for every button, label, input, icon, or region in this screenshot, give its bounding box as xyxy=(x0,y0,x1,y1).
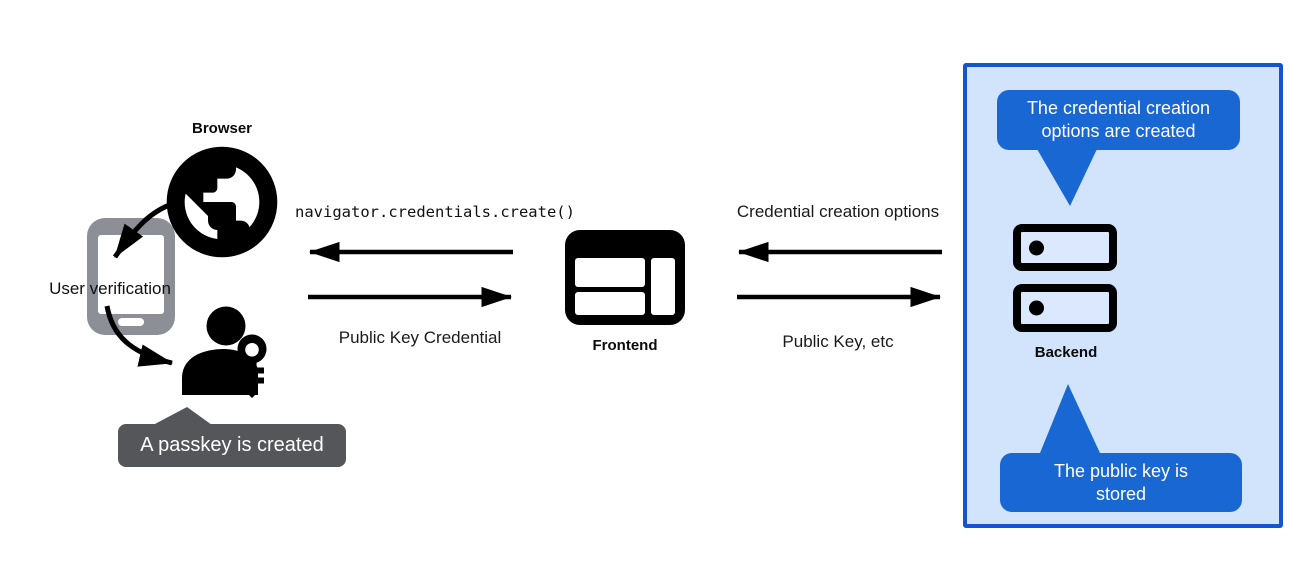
smartphone-home-bar xyxy=(118,318,144,326)
browser-window-pane xyxy=(651,258,675,315)
server-stack-icon xyxy=(1013,284,1117,332)
server-led-dot xyxy=(1029,300,1044,316)
frontend-label: Frontend xyxy=(592,337,658,354)
smartphone-screen xyxy=(98,235,164,314)
callout-key-stored: The public key is stored xyxy=(1000,453,1242,512)
globe-icon xyxy=(166,146,278,258)
callout-options-created-line1: The credential creation xyxy=(1026,98,1211,118)
create-call-label: navigator.credentials.create() xyxy=(295,203,575,221)
public-key-credential-label: Public Key Credential xyxy=(338,328,502,347)
callout-pointer-down xyxy=(1037,149,1097,206)
callout-options-created-line2: options are created xyxy=(1041,121,1196,141)
backend-label: Backend xyxy=(1034,344,1098,361)
callout-passkey-created-text: A passkey is created xyxy=(140,434,324,456)
browser-window-pane xyxy=(575,292,645,315)
browser-window-pane xyxy=(575,258,645,287)
public-key-etc-label: Public Key, etc xyxy=(782,332,894,351)
person-with-key-icon xyxy=(182,306,267,398)
user-verification-label: User verification xyxy=(49,279,171,298)
server-led-dot xyxy=(1029,240,1044,255)
server-stack-icon xyxy=(1013,224,1117,271)
smartphone-icon xyxy=(87,218,175,335)
callout-key-stored-line1: The public key is xyxy=(1053,460,1189,481)
callout-passkey-created: A passkey is created xyxy=(118,424,346,467)
browser-window-icon xyxy=(565,230,685,325)
browser-label: Browser xyxy=(191,120,253,137)
callout-options-created: The credential creation options are crea… xyxy=(997,90,1240,150)
callout-pointer-up-dark xyxy=(153,407,212,425)
credential-creation-options-label: Credential creation options xyxy=(736,202,940,221)
callout-key-stored-line2: stored xyxy=(1095,483,1147,504)
callout-pointer-up xyxy=(1040,384,1100,453)
